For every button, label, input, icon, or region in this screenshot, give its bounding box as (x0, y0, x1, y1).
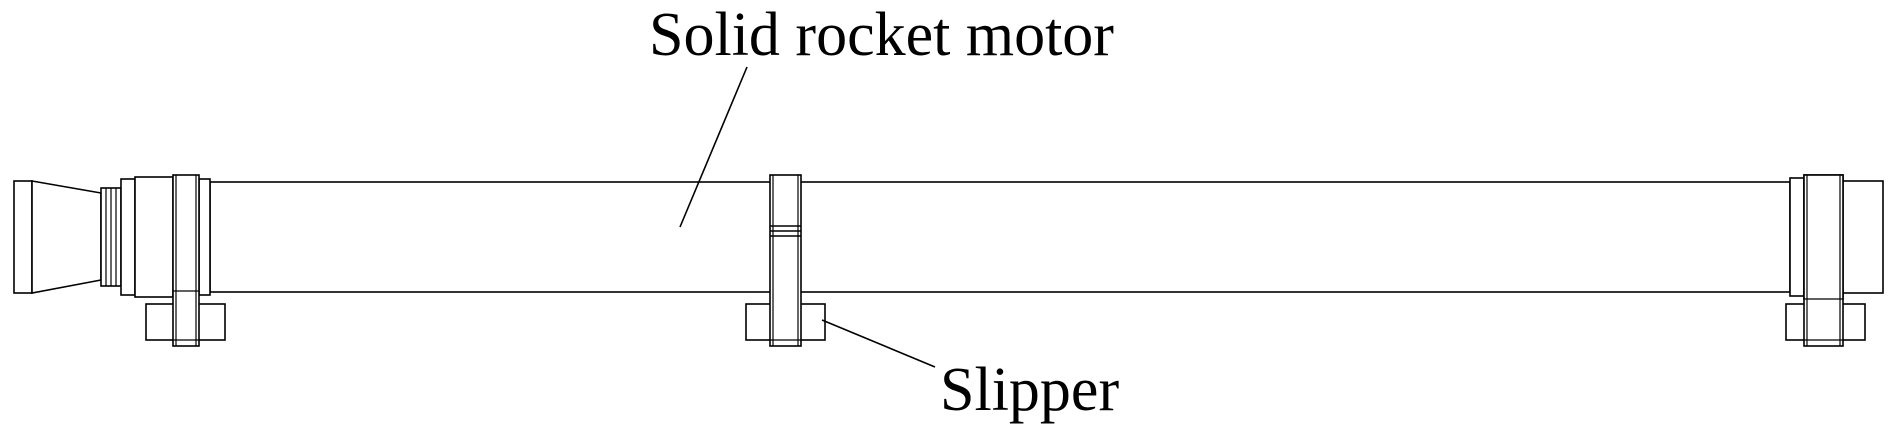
slipper-label: Slipper (940, 356, 1119, 424)
slipper-rear (145, 174, 226, 347)
motor-case (209, 181, 1791, 293)
nozzle (13, 176, 211, 298)
slipper-forward (1785, 174, 1866, 347)
slipper-leader-line (821, 319, 936, 368)
motor-label: Solid rocket motor (649, 1, 1114, 69)
slipper-middle (745, 174, 826, 347)
motor-leader-line (679, 66, 748, 228)
